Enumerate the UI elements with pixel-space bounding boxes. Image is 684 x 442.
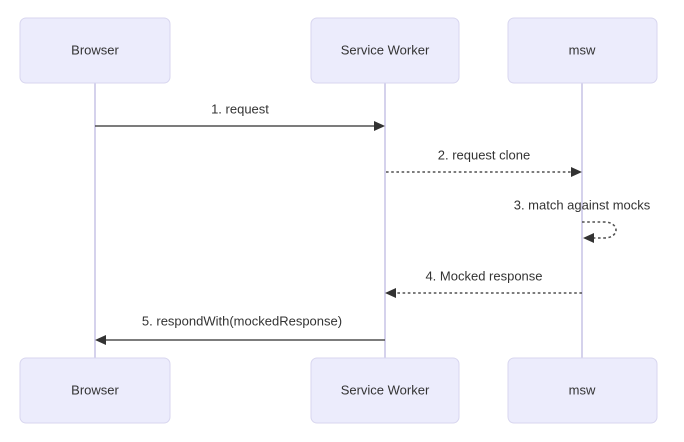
message-label: 3. match against mocks	[514, 197, 651, 212]
participant-label: msw	[569, 42, 596, 57]
participant-service-worker-bottom[interactable]: Service Worker	[310, 357, 460, 424]
participant-box	[507, 357, 658, 424]
message-2-request-clone: 2. request clone	[386, 147, 582, 177]
participant-box	[310, 357, 460, 424]
message-3-match-against-mocks: 3. match against mocks	[514, 197, 651, 243]
participant-box	[507, 17, 658, 84]
participants-bottom: Browser Service Worker msw	[19, 357, 658, 424]
participant-msw-top[interactable]: msw	[507, 17, 658, 84]
participant-label: Browser	[71, 382, 119, 397]
arrow-head-icon	[385, 288, 396, 298]
participant-box	[310, 17, 460, 84]
participant-box	[19, 357, 171, 424]
participant-label: msw	[569, 382, 596, 397]
message-label: 2. request clone	[438, 147, 531, 162]
self-loop-path	[582, 221, 617, 239]
message-label: 1. request	[211, 101, 269, 116]
participant-box	[19, 17, 171, 84]
participant-browser-bottom[interactable]: Browser	[19, 357, 171, 424]
participant-label: Service Worker	[341, 42, 430, 57]
message-label: 5. respondWith(mockedResponse)	[142, 313, 342, 328]
arrow-head-icon	[374, 121, 385, 131]
lifelines	[94, 83, 583, 358]
message-1-request: 1. request	[95, 101, 385, 131]
arrow-head-icon	[583, 233, 594, 243]
participants-top: Browser Service Worker msw	[19, 17, 658, 84]
participant-label: Browser	[71, 42, 119, 57]
arrow-head-icon	[571, 167, 582, 177]
message-4-mocked-response: 4. Mocked response	[385, 268, 582, 298]
participant-msw-bottom[interactable]: msw	[507, 357, 658, 424]
participant-browser-top[interactable]: Browser	[19, 17, 171, 84]
message-label: 4. Mocked response	[425, 268, 542, 283]
participant-service-worker-top[interactable]: Service Worker	[310, 17, 460, 84]
message-5-respond-with: 5. respondWith(mockedResponse)	[95, 313, 385, 345]
arrow-head-icon	[95, 335, 106, 345]
participant-label: Service Worker	[341, 382, 430, 397]
